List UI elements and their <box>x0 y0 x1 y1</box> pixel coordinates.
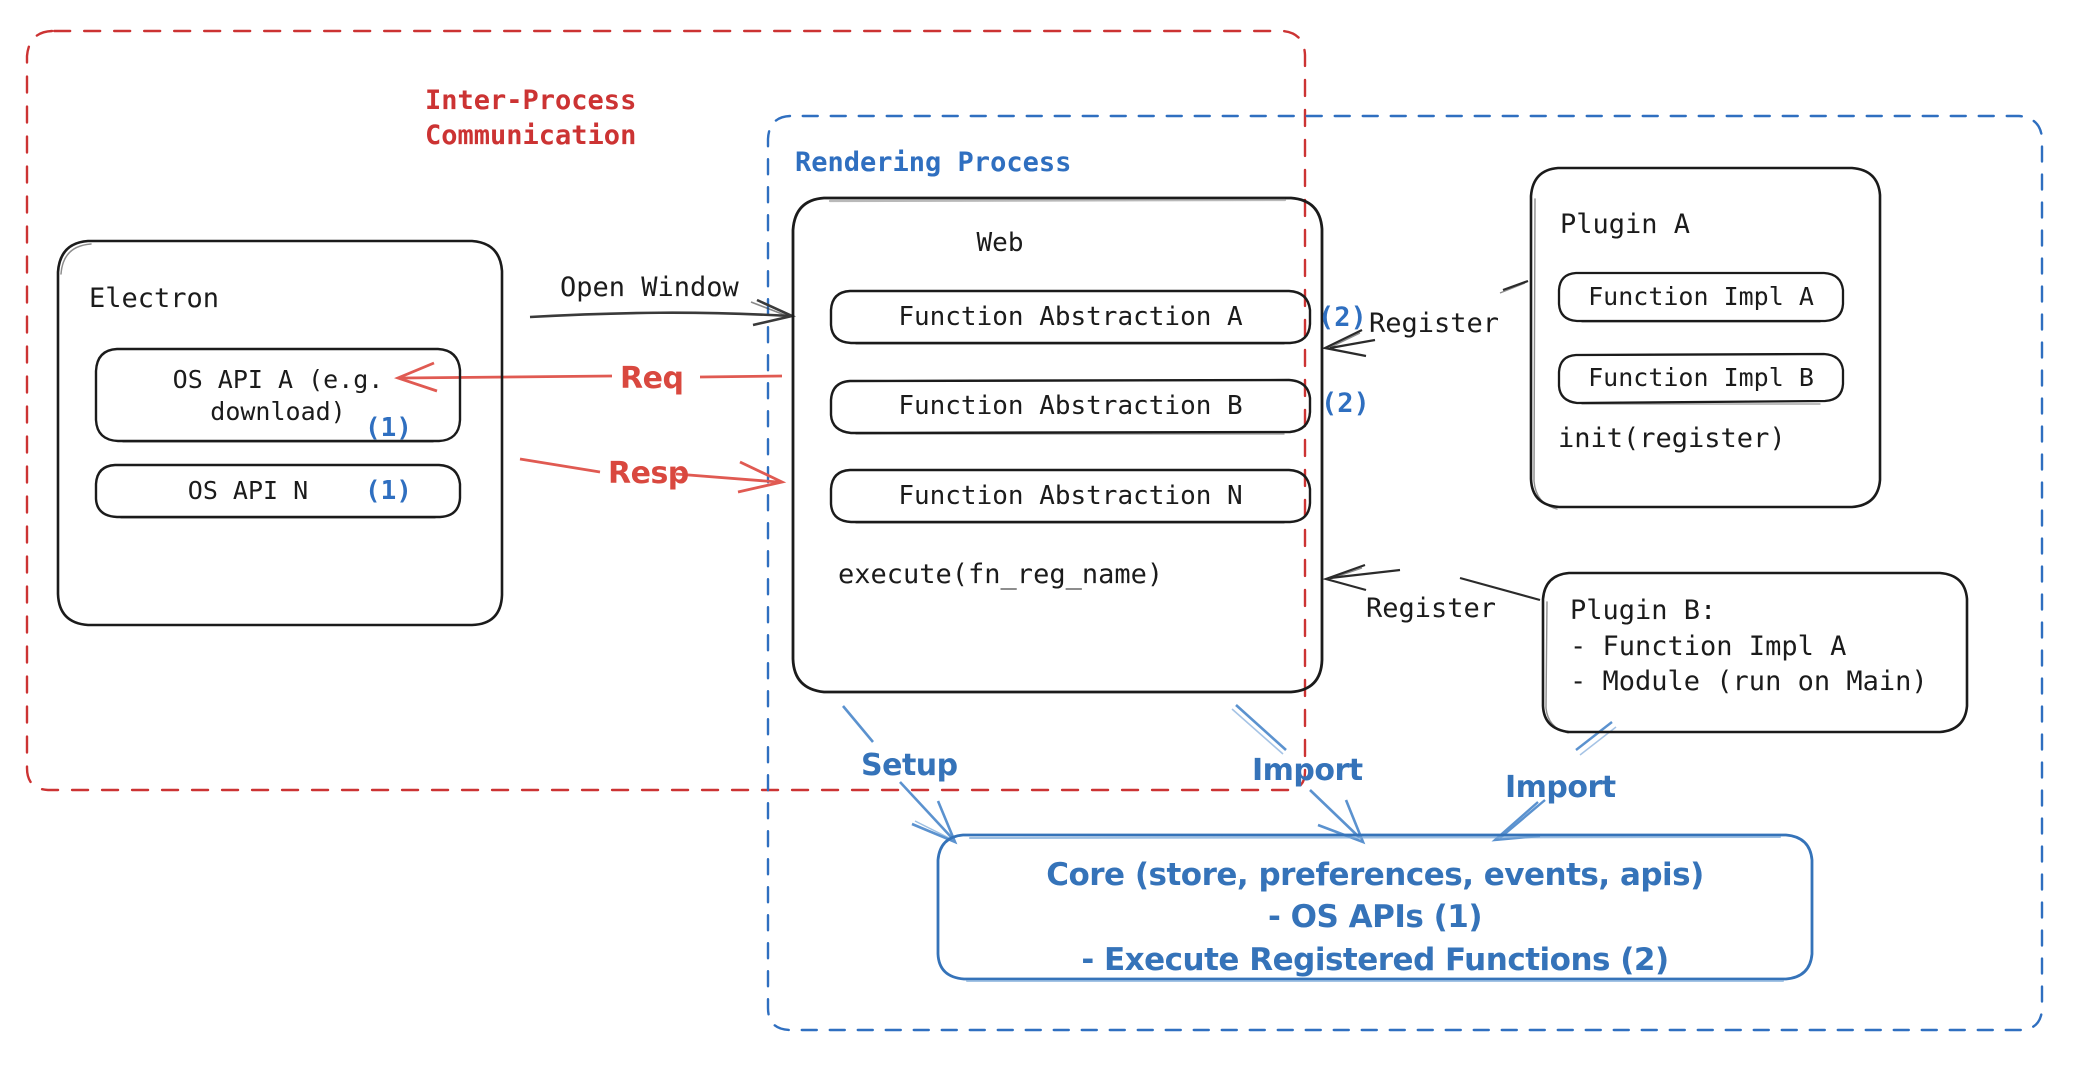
plugin-b-box-outline <box>1541 571 1969 734</box>
fn-abs-n-outline <box>829 468 1312 524</box>
fn-abs-n-label: Function Abstraction N <box>898 481 1243 511</box>
edge-label-resp: Resp <box>608 456 689 491</box>
core-line-3: - Execute Registered Functions (2) <box>1081 941 1669 978</box>
node-core[interactable]: Core (store, preferences, events, apis) -… <box>935 832 1815 982</box>
electron-item-os-api-a[interactable]: OS API A (e.g. download) <box>93 346 463 444</box>
core-line-2: - OS APIs (1) <box>1267 899 1483 936</box>
edge-label-import-web: Import <box>1252 753 1363 788</box>
fn-impl-a-outline <box>1557 271 1845 323</box>
fn-abs-a-marker: (2) <box>1318 302 1367 333</box>
plugin-b-line-3: - Module (run on Main) <box>1570 666 1928 698</box>
fn-abs-a-outline <box>829 289 1312 345</box>
fn-abs-b-label: Function Abstraction B <box>898 391 1243 421</box>
edge-label-open-window: Open Window <box>560 272 739 303</box>
electron-box-outline <box>56 239 504 627</box>
edge-label-register-b: Register <box>1366 593 1497 624</box>
region-label-rendering: Rendering Process <box>795 147 1072 178</box>
electron-item-os-api-n[interactable]: OS API N (1) <box>93 462 463 520</box>
os-api-a-label: OS API A (e.g. download) <box>172 365 384 426</box>
fn-abs-b-outline <box>829 378 1312 435</box>
region-label-ipc: Inter-Process Communication <box>425 85 637 151</box>
core-lines: Core (store, preferences, events, apis) -… <box>935 854 1815 981</box>
node-plugin-a[interactable]: Plugin A Function Impl A Function Impl B… <box>1528 165 1883 510</box>
os-api-n-outline <box>94 463 462 519</box>
fn-impl-a-label: Function Impl A <box>1588 282 1814 311</box>
os-api-n-marker: (1) <box>365 476 412 506</box>
plugin-a-item-function-impl-b[interactable]: Function Impl B <box>1556 351 1846 405</box>
edge-label-setup: Setup <box>861 748 958 783</box>
edge-label-register-a: Register <box>1369 308 1500 339</box>
web-item-function-abstraction-a[interactable]: Function Abstraction A <box>828 288 1313 346</box>
plugin-b-line-1: Plugin B: <box>1570 595 1717 626</box>
fn-abs-a-label: Function Abstraction A <box>898 302 1243 332</box>
node-plugin-b[interactable]: Plugin B: - Function Impl A - Module (run … <box>1540 570 1970 735</box>
fn-abs-b-marker: (2) <box>1321 388 1370 419</box>
core-line-1: Core (store, preferences, events, apis) <box>1046 857 1704 893</box>
core-box-outline <box>936 833 1814 982</box>
node-web[interactable]: Web Function Abstraction A (2) Function … <box>790 195 1370 695</box>
web-item-function-abstraction-b[interactable]: Function Abstraction B <box>828 377 1313 435</box>
web-title: Web <box>976 228 1024 258</box>
os-api-a-marker: (1) <box>365 413 412 443</box>
os-api-n-label: OS API N <box>187 476 309 505</box>
plugin-b-lines: Plugin B: - Function Impl A - Module (run … <box>1570 593 1928 700</box>
electron-title: Electron <box>89 283 220 314</box>
plugin-a-item-function-impl-a[interactable]: Function Impl A <box>1556 270 1846 324</box>
fn-impl-b-outline <box>1557 352 1845 405</box>
plugin-a-footer-init: init(register) <box>1558 423 1786 454</box>
edge-label-req: Req <box>620 361 684 396</box>
web-item-function-abstraction-n[interactable]: Function Abstraction N <box>828 467 1313 525</box>
web-box-outline <box>791 196 1324 694</box>
plugin-a-title: Plugin A <box>1560 209 1691 240</box>
web-footer-execute: execute(fn_reg_name) <box>838 559 1164 590</box>
node-electron[interactable]: Electron OS API A (e.g. download) (1) OS… <box>55 238 505 628</box>
plugin-a-box-outline <box>1529 166 1882 510</box>
plugin-b-line-2: - Function Impl A <box>1570 630 1847 662</box>
os-api-a-outline <box>94 347 462 443</box>
fn-impl-b-label: Function Impl B <box>1588 363 1814 392</box>
edge-label-import-plugin: Import <box>1505 770 1616 805</box>
